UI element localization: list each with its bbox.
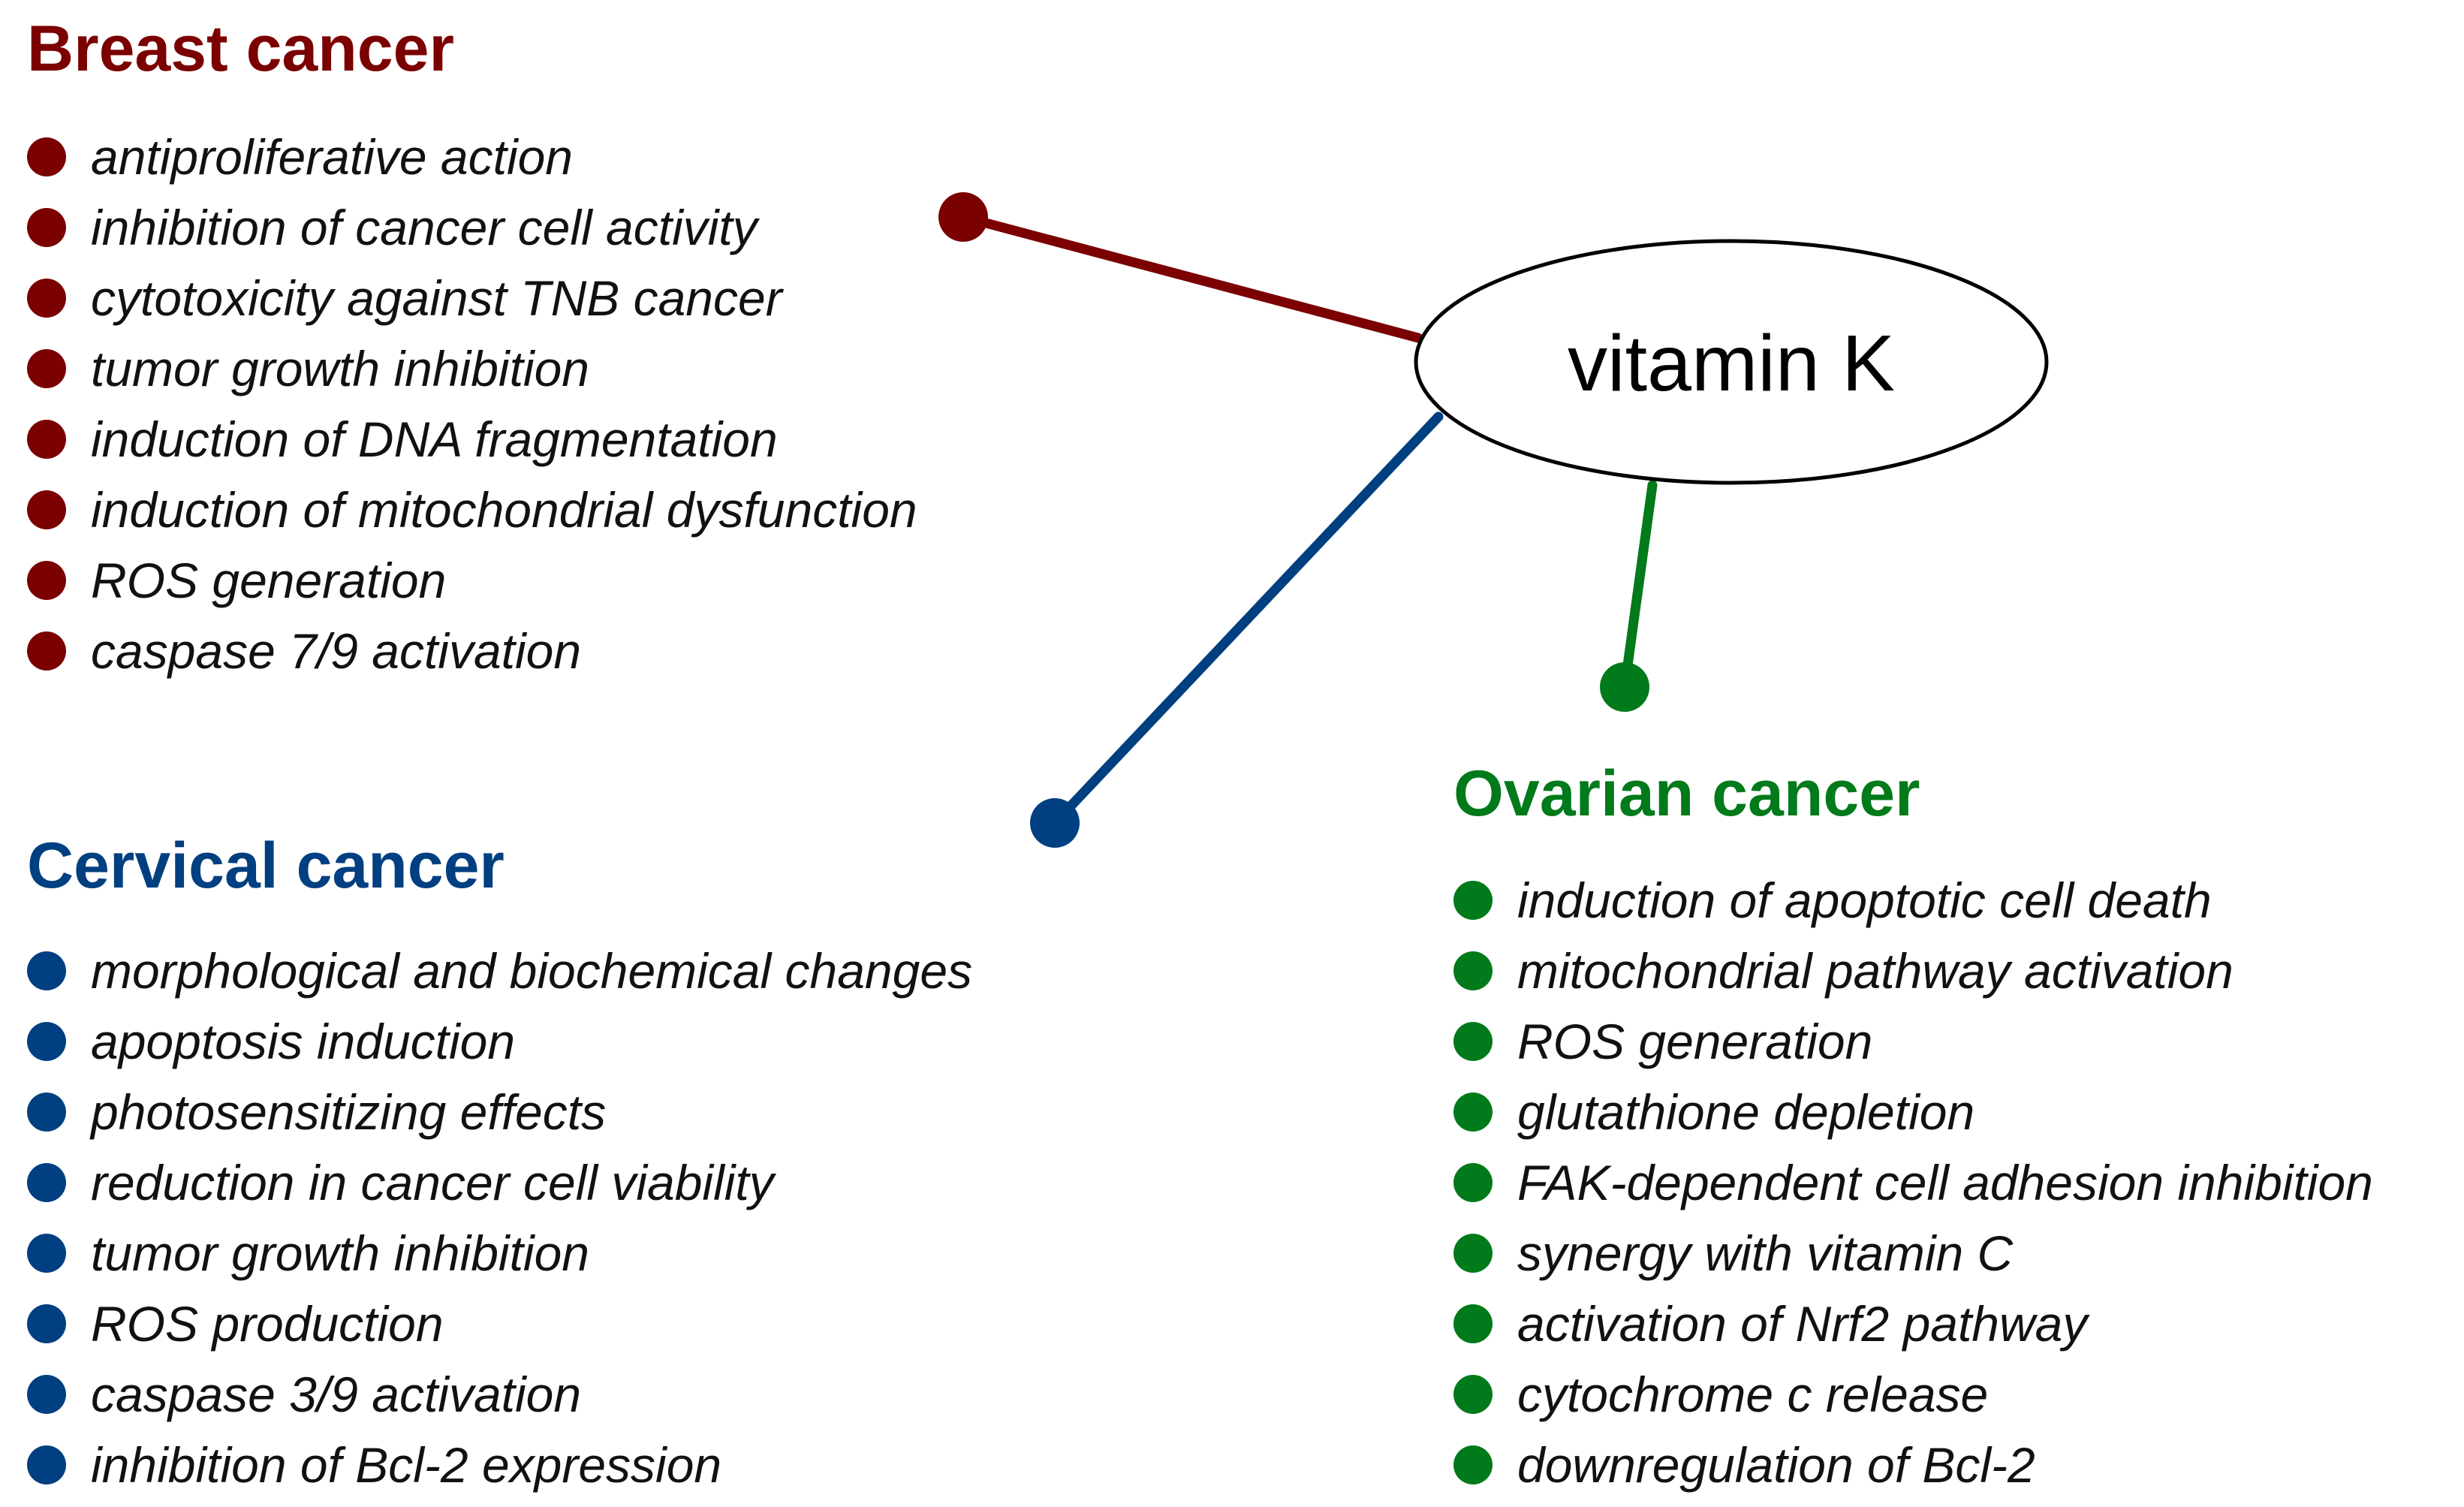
effect-item: antiproliferative action xyxy=(27,122,917,192)
bullet-dot xyxy=(27,1234,66,1273)
effect-label: caspase 3/9 activation xyxy=(91,1367,582,1422)
breast-connector-dot xyxy=(938,192,988,242)
effect-item: apoptosis induction xyxy=(27,1006,972,1077)
effect-label: inhibition of cancer cell activity xyxy=(91,200,758,255)
bullet-dot xyxy=(1453,1093,1493,1132)
effect-item: tumor growth inhibition xyxy=(27,1218,972,1288)
effect-label: inhibition of Bcl-2 expression xyxy=(91,1437,722,1493)
ovarian-connector-line xyxy=(1619,480,1658,692)
effect-item: mitochondrial pathway activation xyxy=(1453,936,2373,1006)
bullet-dot xyxy=(1453,1375,1493,1414)
bullet-dot xyxy=(1453,1234,1493,1273)
effect-item: ROS production xyxy=(27,1288,972,1359)
effect-label: tumor growth inhibition xyxy=(91,1225,589,1281)
bullet-dot xyxy=(27,1093,66,1132)
effect-item: cytochrome c release xyxy=(1453,1359,2373,1430)
ovarian-cancer-title: Ovarian cancer xyxy=(1453,758,1920,830)
effect-item: induction of DNA fragmentation xyxy=(27,404,917,475)
effect-label: apoptosis induction xyxy=(91,1014,516,1069)
bullet-dot xyxy=(27,349,66,388)
breast-cancer-title: Breast cancer xyxy=(27,13,454,85)
ovarian-cancer-group: Ovarian cancer induction of apoptotic ce… xyxy=(1453,761,2373,1500)
bullet-dot xyxy=(1453,1022,1493,1061)
cervical-cancer-effects-list: morphological and biochemical changes ap… xyxy=(27,936,972,1500)
bullet-dot xyxy=(27,1375,66,1414)
bullet-dot xyxy=(27,490,66,529)
bullet-dot xyxy=(27,137,66,176)
breast-cancer-effects-list: antiproliferative action inhibition of c… xyxy=(27,122,917,686)
effect-label: mitochondrial pathway activation xyxy=(1517,943,2234,999)
effect-label: induction of apoptotic cell death xyxy=(1517,873,2212,928)
effect-item: induction of apoptotic cell death xyxy=(1453,865,2373,936)
effect-item: photosensitizing effects xyxy=(27,1077,972,1147)
bullet-dot xyxy=(27,951,66,990)
effect-label: photosensitizing effects xyxy=(91,1084,607,1140)
effect-label: ROS generation xyxy=(1517,1014,1873,1069)
effect-item: downregulation of Bcl-2 xyxy=(1453,1430,2373,1500)
effect-label: morphological and biochemical changes xyxy=(91,943,973,999)
effect-item: ROS generation xyxy=(1453,1006,2373,1077)
effect-label: cytotoxicity against TNB cancer xyxy=(91,270,782,326)
effect-label: synergy with vitamin C xyxy=(1517,1225,2014,1281)
effect-item: inhibition of cancer cell activity xyxy=(27,192,917,263)
effect-item: activation of Nrf2 pathway xyxy=(1453,1288,2373,1359)
effect-label: activation of Nrf2 pathway xyxy=(1517,1296,2088,1352)
effect-item: synergy with vitamin C xyxy=(1453,1218,2373,1288)
effect-label: reduction in cancer cell viability xyxy=(91,1155,774,1210)
effect-item: ROS generation xyxy=(27,545,917,616)
effect-item: caspase 3/9 activation xyxy=(27,1359,972,1430)
cervical-cancer-title: Cervical cancer xyxy=(27,830,505,902)
bullet-dot xyxy=(1453,1445,1493,1484)
effect-item: reduction in cancer cell viability xyxy=(27,1147,972,1218)
bullet-dot xyxy=(27,561,66,600)
ovarian-cancer-effects-list: induction of apoptotic cell death mitoch… xyxy=(1453,865,2373,1500)
effect-item: glutathione depletion xyxy=(1453,1077,2373,1147)
effect-label: cytochrome c release xyxy=(1517,1367,1989,1422)
effect-label: ROS production xyxy=(91,1296,444,1352)
bullet-dot xyxy=(27,208,66,247)
effect-label: antiproliferative action xyxy=(91,129,574,185)
cervical-cancer-group: Cervical cancer morphological and bioche… xyxy=(27,833,972,1500)
effect-item: FAK-dependent cell adhesion inhibition xyxy=(1453,1147,2373,1218)
bullet-dot xyxy=(27,1163,66,1202)
breast-connector-line xyxy=(958,212,1423,343)
vitamin-k-ellipse xyxy=(1414,239,2049,485)
bullet-dot xyxy=(27,1304,66,1343)
effect-label: caspase 7/9 activation xyxy=(91,623,582,679)
bullet-dot xyxy=(1453,1304,1493,1343)
bullet-dot xyxy=(27,631,66,671)
effect-label: downregulation of Bcl-2 xyxy=(1517,1437,2035,1493)
effect-label: ROS generation xyxy=(91,553,447,608)
effect-label: glutathione depletion xyxy=(1517,1084,1975,1140)
vitamin-k-label: vitamin K xyxy=(1568,318,1895,408)
effect-item: cytotoxicity against TNB cancer xyxy=(27,263,917,333)
bullet-dot xyxy=(1453,951,1493,990)
bullet-dot xyxy=(1453,881,1493,920)
effect-item: caspase 7/9 activation xyxy=(27,616,917,686)
ovarian-connector-dot xyxy=(1600,662,1649,712)
bullet-dot xyxy=(1453,1163,1493,1202)
effect-item: tumor growth inhibition xyxy=(27,333,917,404)
effect-item: induction of mitochondrial dysfunction xyxy=(27,475,917,545)
effect-label: FAK-dependent cell adhesion inhibition xyxy=(1517,1155,2373,1210)
bullet-dot xyxy=(27,279,66,318)
effect-label: induction of mitochondrial dysfunction xyxy=(91,482,917,538)
bullet-dot xyxy=(27,420,66,459)
breast-cancer-group: Breast cancer antiproliferative action i… xyxy=(27,17,917,686)
effect-item: inhibition of Bcl-2 expression xyxy=(27,1430,972,1500)
cervical-connector-line xyxy=(1050,411,1444,828)
bullet-dot xyxy=(27,1022,66,1061)
effect-label: tumor growth inhibition xyxy=(91,341,589,396)
cervical-connector-dot xyxy=(1030,798,1080,848)
bullet-dot xyxy=(27,1445,66,1484)
effect-item: morphological and biochemical changes xyxy=(27,936,972,1006)
effect-label: induction of DNA fragmentation xyxy=(91,411,778,467)
